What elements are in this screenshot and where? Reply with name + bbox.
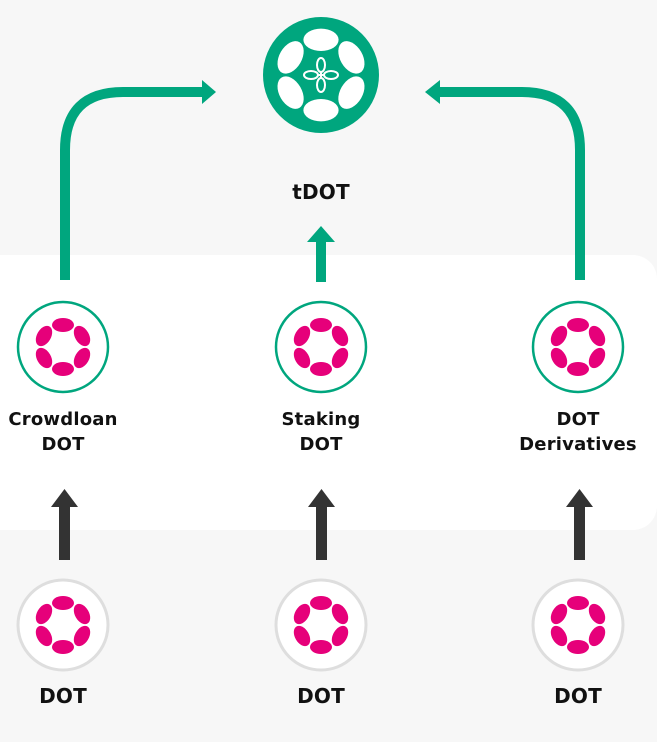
arrowhead-dark-1 [51, 489, 78, 507]
staking-dot-icon [274, 300, 368, 394]
arrowhead-dark-3 [566, 489, 593, 507]
dot-label-1: DOT [39, 684, 87, 708]
crowdloan-dot-label: Crowdloan DOT [0, 407, 143, 457]
crowdloan-dot-label-line1: Crowdloan [8, 409, 118, 430]
staking-dot-label-line1: Staking [281, 409, 361, 430]
arrowhead-right [425, 80, 440, 104]
arrow-staking-to-tdot [316, 240, 326, 282]
staking-dot-label-line2: DOT [299, 434, 343, 455]
arrow-dot-to-staking [316, 505, 327, 560]
dot-derivatives-label-line1: DOT [556, 409, 600, 430]
arrow-crowdloan-to-tdot [60, 87, 202, 280]
tdot-logo-icon [263, 17, 379, 133]
arrowhead-middle [307, 226, 335, 242]
crowdloan-dot-icon [16, 300, 110, 394]
arrow-dot-to-crowdloan [59, 505, 70, 560]
dot-icon-2 [274, 578, 368, 672]
arrow-derivatives-to-tdot [440, 87, 585, 280]
dot-label-2: DOT [297, 684, 345, 708]
arrowhead-left [202, 80, 216, 104]
crowdloan-dot-label-line2: DOT [41, 434, 85, 455]
tdot-label: tDOT [292, 180, 350, 204]
dot-icon-1 [16, 578, 110, 672]
dot-derivatives-icon [531, 300, 625, 394]
staking-dot-label: Staking DOT [241, 407, 401, 457]
dot-label-3: DOT [554, 684, 602, 708]
arrowhead-dark-2 [308, 489, 335, 507]
dot-derivatives-label-line2: Derivatives [519, 434, 637, 455]
dot-derivatives-label: DOT Derivatives [498, 407, 657, 457]
dot-icon-3 [531, 578, 625, 672]
arrow-dot-to-derivatives [574, 505, 585, 560]
